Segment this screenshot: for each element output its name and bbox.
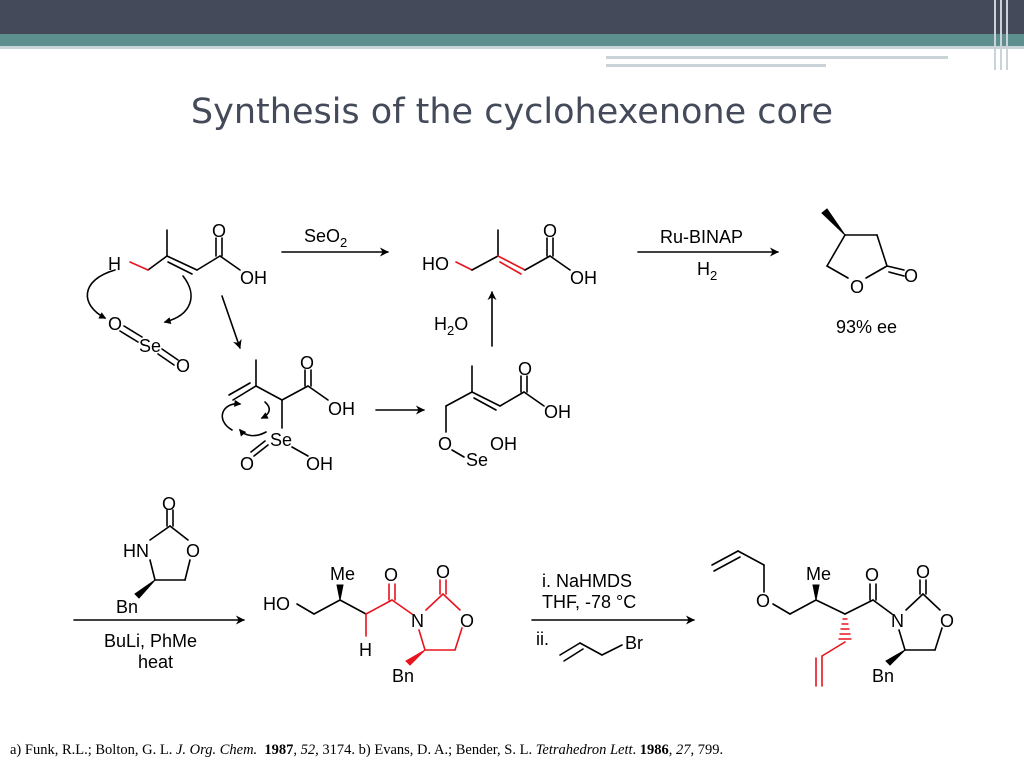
seo2-se: Se xyxy=(139,336,161,356)
arrow3-line1: BuLi, PhMe xyxy=(104,631,197,651)
sm-carbonyl-o: O xyxy=(212,221,226,241)
mid-acyl-o: O xyxy=(384,565,398,585)
ene-se-o: O xyxy=(240,454,254,474)
mid-bn: Bn xyxy=(392,666,414,686)
ref-a-journal: J. Org. Chem. xyxy=(175,742,258,758)
ee-label: 93% ee xyxy=(836,317,897,337)
header-deco-vline-2 xyxy=(1000,0,1002,70)
mid-h: H xyxy=(359,640,372,660)
final-bn: Bn xyxy=(872,666,894,686)
arrow4-line1: i. NaHMDS xyxy=(542,571,632,591)
mid-ho: HO xyxy=(263,594,290,614)
mid-carbonyl-o: O xyxy=(436,562,450,582)
ref-a-year: 1987 xyxy=(264,742,294,758)
reference-line: a) Funk, R.L.; Bolton, G. L. J. Org. Che… xyxy=(10,742,723,759)
hydroxy-acid-bonds xyxy=(455,229,571,275)
ref-b-sep: , xyxy=(668,742,677,758)
final-product-bonds xyxy=(711,550,943,687)
ref-a-authors: a) Funk, R.L.; Bolton, G. L. xyxy=(10,742,176,758)
auxiliary-bonds xyxy=(134,509,191,599)
mid-ring-o: O xyxy=(460,611,474,631)
curved-arrow-3 xyxy=(221,399,242,431)
final-ring-o: O xyxy=(940,611,954,631)
curved-arrow-4 xyxy=(260,401,271,419)
starting-acid-bonds xyxy=(129,229,241,275)
arrow3-line2: heat xyxy=(138,652,173,672)
seleninate-ester-bonds xyxy=(445,365,545,458)
ref-b-year: 1986 xyxy=(639,742,669,758)
ref-a-sep: , xyxy=(293,742,301,758)
ene-carbonyl-o: O xyxy=(300,353,314,373)
seo2-o2: O xyxy=(176,356,190,376)
allyl-br: Br xyxy=(625,633,643,653)
prod1-o: O xyxy=(543,221,557,241)
final-ether-o: O xyxy=(756,591,770,611)
final-n: N xyxy=(891,611,904,631)
ref-a-volume: 52 xyxy=(300,742,316,758)
ref-b-volume: 27 xyxy=(676,742,691,758)
acyl-oxazolidinone-bonds xyxy=(296,579,463,666)
final-me: Me xyxy=(806,564,831,584)
ref-b-dot: . xyxy=(632,742,640,758)
aux-ring-o: O xyxy=(186,541,200,561)
sm-oh-label: OH xyxy=(240,268,267,288)
prod1-oh: OH xyxy=(570,268,597,288)
header-dark-bar xyxy=(0,0,1024,34)
seo2-bonds xyxy=(119,325,179,366)
ene-intermediate-bonds xyxy=(228,359,329,457)
mid-n: N xyxy=(411,611,424,631)
curved-arrow-2 xyxy=(163,275,192,324)
final-carbonyl-o: O xyxy=(916,562,930,582)
arrow1-reagent: SeO2 xyxy=(304,226,347,250)
header-deco-vline-1 xyxy=(994,0,996,70)
ref-b-pages: , 799. xyxy=(690,742,724,758)
lactone-carbonyl-o: O xyxy=(904,266,918,286)
aux-carbonyl-o: O xyxy=(162,494,176,514)
hydrolysis-reagent: H2O xyxy=(434,314,468,338)
lactone-bonds xyxy=(821,208,905,279)
prod1-ho: HO xyxy=(422,254,449,274)
arrow4-line3: ii. xyxy=(536,629,549,649)
slide-title: Synthesis of the cyclohexenone core xyxy=(190,92,834,132)
curved-arrow-1 xyxy=(86,269,116,319)
arrow2-line1: Ru-BINAP xyxy=(660,227,743,247)
ester-o-link: O xyxy=(438,434,452,454)
lactone-ring-o: O xyxy=(850,277,864,297)
ref-a-pages: , 3174. xyxy=(315,742,359,758)
curved-arrow-5 xyxy=(239,428,267,437)
header-deco-line-2 xyxy=(606,64,826,67)
ene-se-oh: OH xyxy=(306,454,333,474)
header-deco-line-1 xyxy=(606,56,948,59)
ester-carbonyl-o: O xyxy=(518,359,532,379)
diagonal-arrow xyxy=(221,295,242,349)
ref-b-journal: Tetrahedron Lett xyxy=(535,742,633,758)
ene-se: Se xyxy=(270,430,292,450)
ene-oh: OH xyxy=(328,399,355,419)
header-light-bar xyxy=(0,46,1024,49)
ester-se: Se xyxy=(466,450,488,470)
sm-h-label: H xyxy=(108,254,121,274)
ester-se-oh: OH xyxy=(490,434,517,454)
arrow2-line2: H2 xyxy=(697,259,717,283)
arrow4-line2: THF, -78 °C xyxy=(542,592,636,612)
header-teal-bar xyxy=(0,34,1024,46)
seo2-o1: O xyxy=(108,314,122,334)
ester-oh: OH xyxy=(544,402,571,422)
aux-hn: HN xyxy=(123,541,149,561)
allyl-bromide-bonds xyxy=(559,642,623,662)
scheme1-labels: H O OH O Se O SeO2 HO O OH Ru-BINAP H2 O… xyxy=(108,221,918,474)
header-deco-vline-3 xyxy=(1006,0,1008,70)
final-acyl-o: O xyxy=(865,565,879,585)
aux-bn: Bn xyxy=(116,597,138,617)
mid-me: Me xyxy=(330,564,355,584)
ref-b-authors: b) Evans, D. A.; Bender, S. L. xyxy=(358,742,536,758)
scheme2-labels: O HN O Bn BuLi, PhMe heat Me HO O O N O … xyxy=(104,494,954,686)
